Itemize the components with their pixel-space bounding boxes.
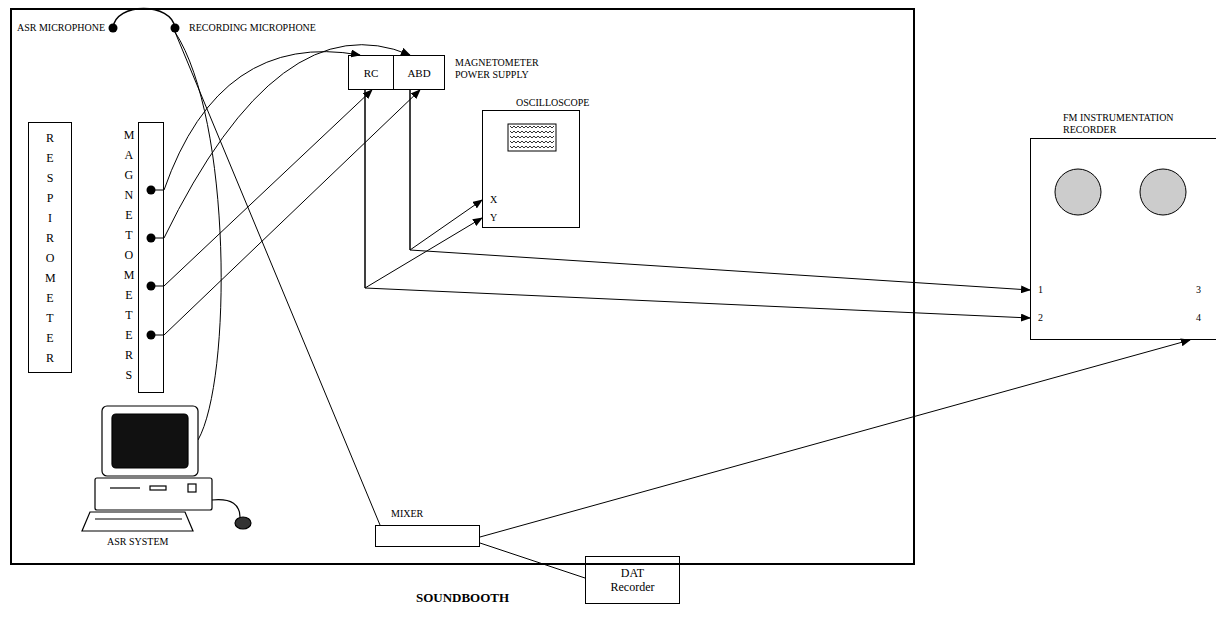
- soundbooth-region: SOUNDBOOTHRESPIROMETERMAGNETOMETERSMAGNE…: [10, 8, 915, 565]
- tape-reels: [1055, 169, 1186, 215]
- node-label: RC: [364, 67, 379, 79]
- channel-number: 3: [1195, 284, 1202, 296]
- respirometer-box: RESPIROMETER: [28, 122, 72, 373]
- node-heading: SOUNDBOOTH: [12, 590, 913, 605]
- rc-channel-box: RC: [348, 55, 394, 90]
- recording-microphone: [171, 24, 180, 33]
- power-supply: MAGNETOMETER POWER SUPPLYRCABD: [348, 55, 445, 90]
- microphone-label: RECORDING MICROPHONE: [188, 22, 317, 34]
- asr-microphone: [109, 24, 118, 33]
- computer-illustration: [82, 406, 251, 531]
- signal-wire: [365, 90, 482, 288]
- microphone-label: ASR MICROPHONE: [16, 22, 106, 34]
- signal-wire: [365, 90, 1030, 318]
- channel-number: 4: [1195, 312, 1202, 324]
- fm-recorder-box: FM INSTRUMENTATION RECORDER: [1030, 138, 1216, 340]
- channel-number: 2: [1037, 312, 1044, 324]
- magnetometer-dots: [147, 186, 165, 340]
- node-heading: MIXER: [391, 508, 423, 520]
- oscilloscope-screen: [508, 124, 556, 151]
- magnetometer-strip: MAGNETOMETERS: [138, 122, 164, 393]
- node-heading: OSCILLOSCOPE: [516, 97, 589, 109]
- oscilloscope-box: OSCILLOSCOPE: [482, 110, 580, 228]
- node-label: DAT Recorder: [603, 566, 663, 594]
- system-label: ASR SYSTEM: [106, 536, 169, 548]
- dat-recorder-box: DAT Recorder: [585, 556, 680, 604]
- input-label: X: [489, 194, 498, 206]
- signal-wire: [480, 340, 1190, 537]
- signal-wire: [480, 543, 585, 578]
- signal-wire: [410, 90, 482, 250]
- microphone-cable: [175, 32, 221, 440]
- signal-wire: [164, 90, 420, 335]
- signal-wire: [410, 90, 1030, 290]
- abd-channel-box: ABD: [393, 55, 445, 90]
- input-label: Y: [489, 212, 498, 224]
- mixer-box: MIXER: [375, 525, 480, 547]
- signal-wire: [164, 45, 410, 238]
- microphone-wire: [175, 32, 380, 525]
- node-heading: MAGNETOMETER POWER SUPPLY: [455, 57, 565, 81]
- node-label: RESPIROMETER: [45, 128, 55, 368]
- node-heading: MAGNETOMETERS: [124, 125, 134, 385]
- channel-number: 1: [1037, 284, 1044, 296]
- headset-band: [113, 9, 175, 29]
- node-label: ABD: [407, 67, 430, 79]
- node-heading: FM INSTRUMENTATION RECORDER: [1063, 112, 1213, 136]
